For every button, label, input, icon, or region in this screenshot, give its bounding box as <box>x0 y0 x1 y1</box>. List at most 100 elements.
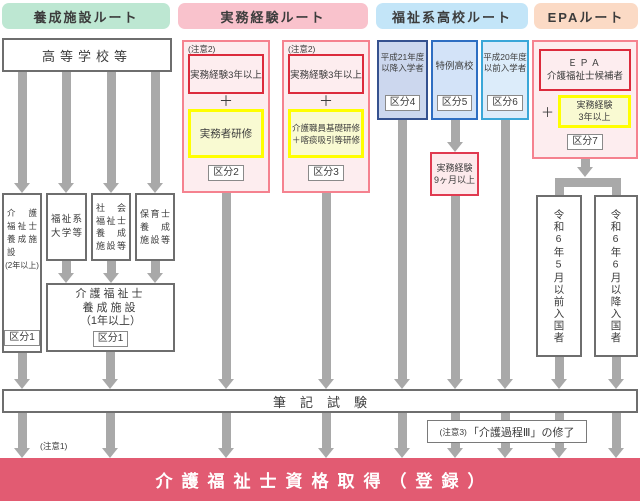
box-line: (2年以上) <box>5 261 39 270</box>
box-line: 養成施設 <box>7 234 37 257</box>
flow-arrow <box>105 352 115 379</box>
note3-box: (注意3) 「介護過程Ⅲ」の修了 <box>427 420 587 443</box>
flow-arrow <box>450 120 460 142</box>
epa-split-connector <box>554 178 564 195</box>
box-jitsumusha-kenshu: 実務者研修 <box>188 109 264 158</box>
note2-label: (注意2) <box>188 44 216 54</box>
box-line: 実務経験 <box>436 163 473 173</box>
epa-split-connector <box>554 178 621 187</box>
flow-arrow <box>554 357 564 379</box>
box-line: 社会 <box>96 203 126 213</box>
box-epa-route: ＥＰＡ 介護福祉士候補者 ＋ 実務経験 3年以上 区分7 <box>532 40 638 159</box>
note3-prefix: (注意3) <box>439 426 467 437</box>
box-line: 実務経験3年以上 <box>190 70 262 81</box>
box-line: 介護福祉士 <box>75 288 146 301</box>
kubun-badge: 区分7 <box>567 134 603 150</box>
box-line: 実務経験3年以上 <box>290 70 362 81</box>
kubun-badge: 区分5 <box>436 95 473 111</box>
route-header-fukushi: 福祉系高校ルート <box>376 3 528 29</box>
note3-text: 「介護過程Ⅲ」の修了 <box>467 426 575 439</box>
route-header-yosei-label: 養成施設ルート <box>33 9 139 25</box>
box-line: 実務経験 <box>576 100 613 110</box>
box-line: 福祉士 <box>7 221 37 231</box>
route-header-epa: EPAルート <box>534 3 638 29</box>
written-exam-label: 筆記試験 <box>272 394 381 410</box>
box-social-worker-facility: 社会 福祉士 養成 施設等 <box>91 193 131 261</box>
box-line: 介護 <box>7 208 37 218</box>
kubun-badge: 区分1 <box>92 330 129 347</box>
box-line: 介護職員基礎研修 <box>291 122 360 133</box>
box-welfare-university: 福祉系 大学等 <box>46 193 87 261</box>
flow-arrow <box>17 413 27 448</box>
box-entry-before-r6-may: 令和6年5月以前入国者 <box>536 195 582 357</box>
box-epa-candidate: ＥＰＡ 介護福祉士候補者 <box>539 49 631 91</box>
flow-arrow <box>221 413 231 448</box>
flow-arrow <box>321 193 331 379</box>
plus-sign: ＋ <box>219 93 233 109</box>
kubun-badge: 区分6 <box>487 95 523 111</box>
flow-arrow <box>150 261 160 273</box>
box-care-worker-facility-1yr: 介護福祉士 養成施設 （1年以上） 区分1 <box>46 283 175 352</box>
box-line: 令和6年5月以前入国者 <box>552 208 565 344</box>
box-work-experience-b: (注意2) 実務経験3年以上 ＋ 介護職員基礎研修 ＋喀痰吸引等研修 区分3 <box>282 40 370 193</box>
box-line: ＋喀痰吸引等研修 <box>291 134 360 145</box>
box-line: 養成施設 <box>82 301 139 314</box>
flow-arrow <box>221 193 231 379</box>
flow-arrow <box>397 413 407 448</box>
flow-arrow <box>150 72 160 183</box>
flow-arrow <box>611 413 621 448</box>
kubun-badge: 区分2 <box>208 165 244 181</box>
route-header-yosei: 養成施設ルート <box>2 3 170 29</box>
box-line: 介護福祉士候補者 <box>546 71 623 82</box>
box-line: 養成 <box>96 228 126 238</box>
box-entry-after-r6-june: 令和6年6月以降入国者 <box>594 195 638 357</box>
box-line: ＥＰＡ <box>567 58 603 69</box>
flow-arrow <box>61 72 71 183</box>
box-h21-entrants: 平成21年度 以降入学者 区分4 <box>377 40 428 120</box>
route-header-jitsumu-label: 実務経験ルート <box>220 9 326 25</box>
box-line: 大学等 <box>51 228 82 239</box>
kubun-badge: 区分4 <box>384 95 421 111</box>
plus-sign: ＋ <box>319 93 333 109</box>
box-high-school: 高等学校等 <box>2 38 172 72</box>
result-label: 介護福祉士資格取得（登録） <box>155 472 494 491</box>
route-header-epa-label: EPAルート <box>547 9 625 25</box>
box-h20-entrants: 平成20年度 以前入学者 区分6 <box>481 40 529 120</box>
flow-arrow <box>611 357 621 379</box>
flow-arrow <box>17 353 27 379</box>
kubun-badge: 区分3 <box>308 165 344 181</box>
result-bar: 介護福祉士資格取得（登録） <box>0 458 640 501</box>
flow-arrow <box>106 72 116 183</box>
box-experience-3yr: 実務経験3年以上 <box>288 54 364 94</box>
route-header-jitsumu: 実務経験ルート <box>178 3 368 29</box>
box-line: 養成 <box>140 221 170 232</box>
box-experience-3yr: 実務経験3年以上 <box>188 54 264 94</box>
flow-arrow <box>61 261 71 273</box>
box-care-worker-facility-2yr: 介護 福祉士 養成施設 (2年以上) 区分1 <box>2 193 42 353</box>
box-line: 以降入学者 <box>381 63 424 73</box>
kubun-badge: 区分1 <box>4 330 40 346</box>
box-line: 実務者研修 <box>199 128 253 140</box>
box-line: 令和6年6月以降入国者 <box>609 208 622 344</box>
note1-label: (注意1) <box>40 440 67 452</box>
epa-split-connector <box>611 178 621 195</box>
box-line: 施設等 <box>140 234 170 245</box>
box-line: 平成21年度 <box>380 52 425 62</box>
flow-arrow <box>105 413 115 448</box>
flow-arrow <box>580 159 590 167</box>
box-tokurei-koko: 特例高校 区分5 <box>431 40 478 120</box>
box-line: 福祉士 <box>96 215 126 226</box>
box-line: 9ヶ月以上 <box>433 175 475 185</box>
flow-arrow <box>500 120 510 379</box>
box-childcare-worker-facility: 保育士 養成 施設等 <box>135 193 175 261</box>
box-line: （1年以上） <box>79 315 142 328</box>
flow-arrow <box>397 120 407 379</box>
flow-arrow <box>450 196 460 379</box>
box-line: 平成20年度 <box>483 52 527 62</box>
box-experience-9months: 実務経験 9ヶ月以上 <box>430 152 479 196</box>
box-line: 保育士 <box>140 208 170 219</box>
box-high-school-label: 高等学校等 <box>41 48 132 64</box>
route-header-fukushi-label: 福祉系高校ルート <box>391 9 512 25</box>
note2-label: (注意2) <box>288 44 316 54</box>
